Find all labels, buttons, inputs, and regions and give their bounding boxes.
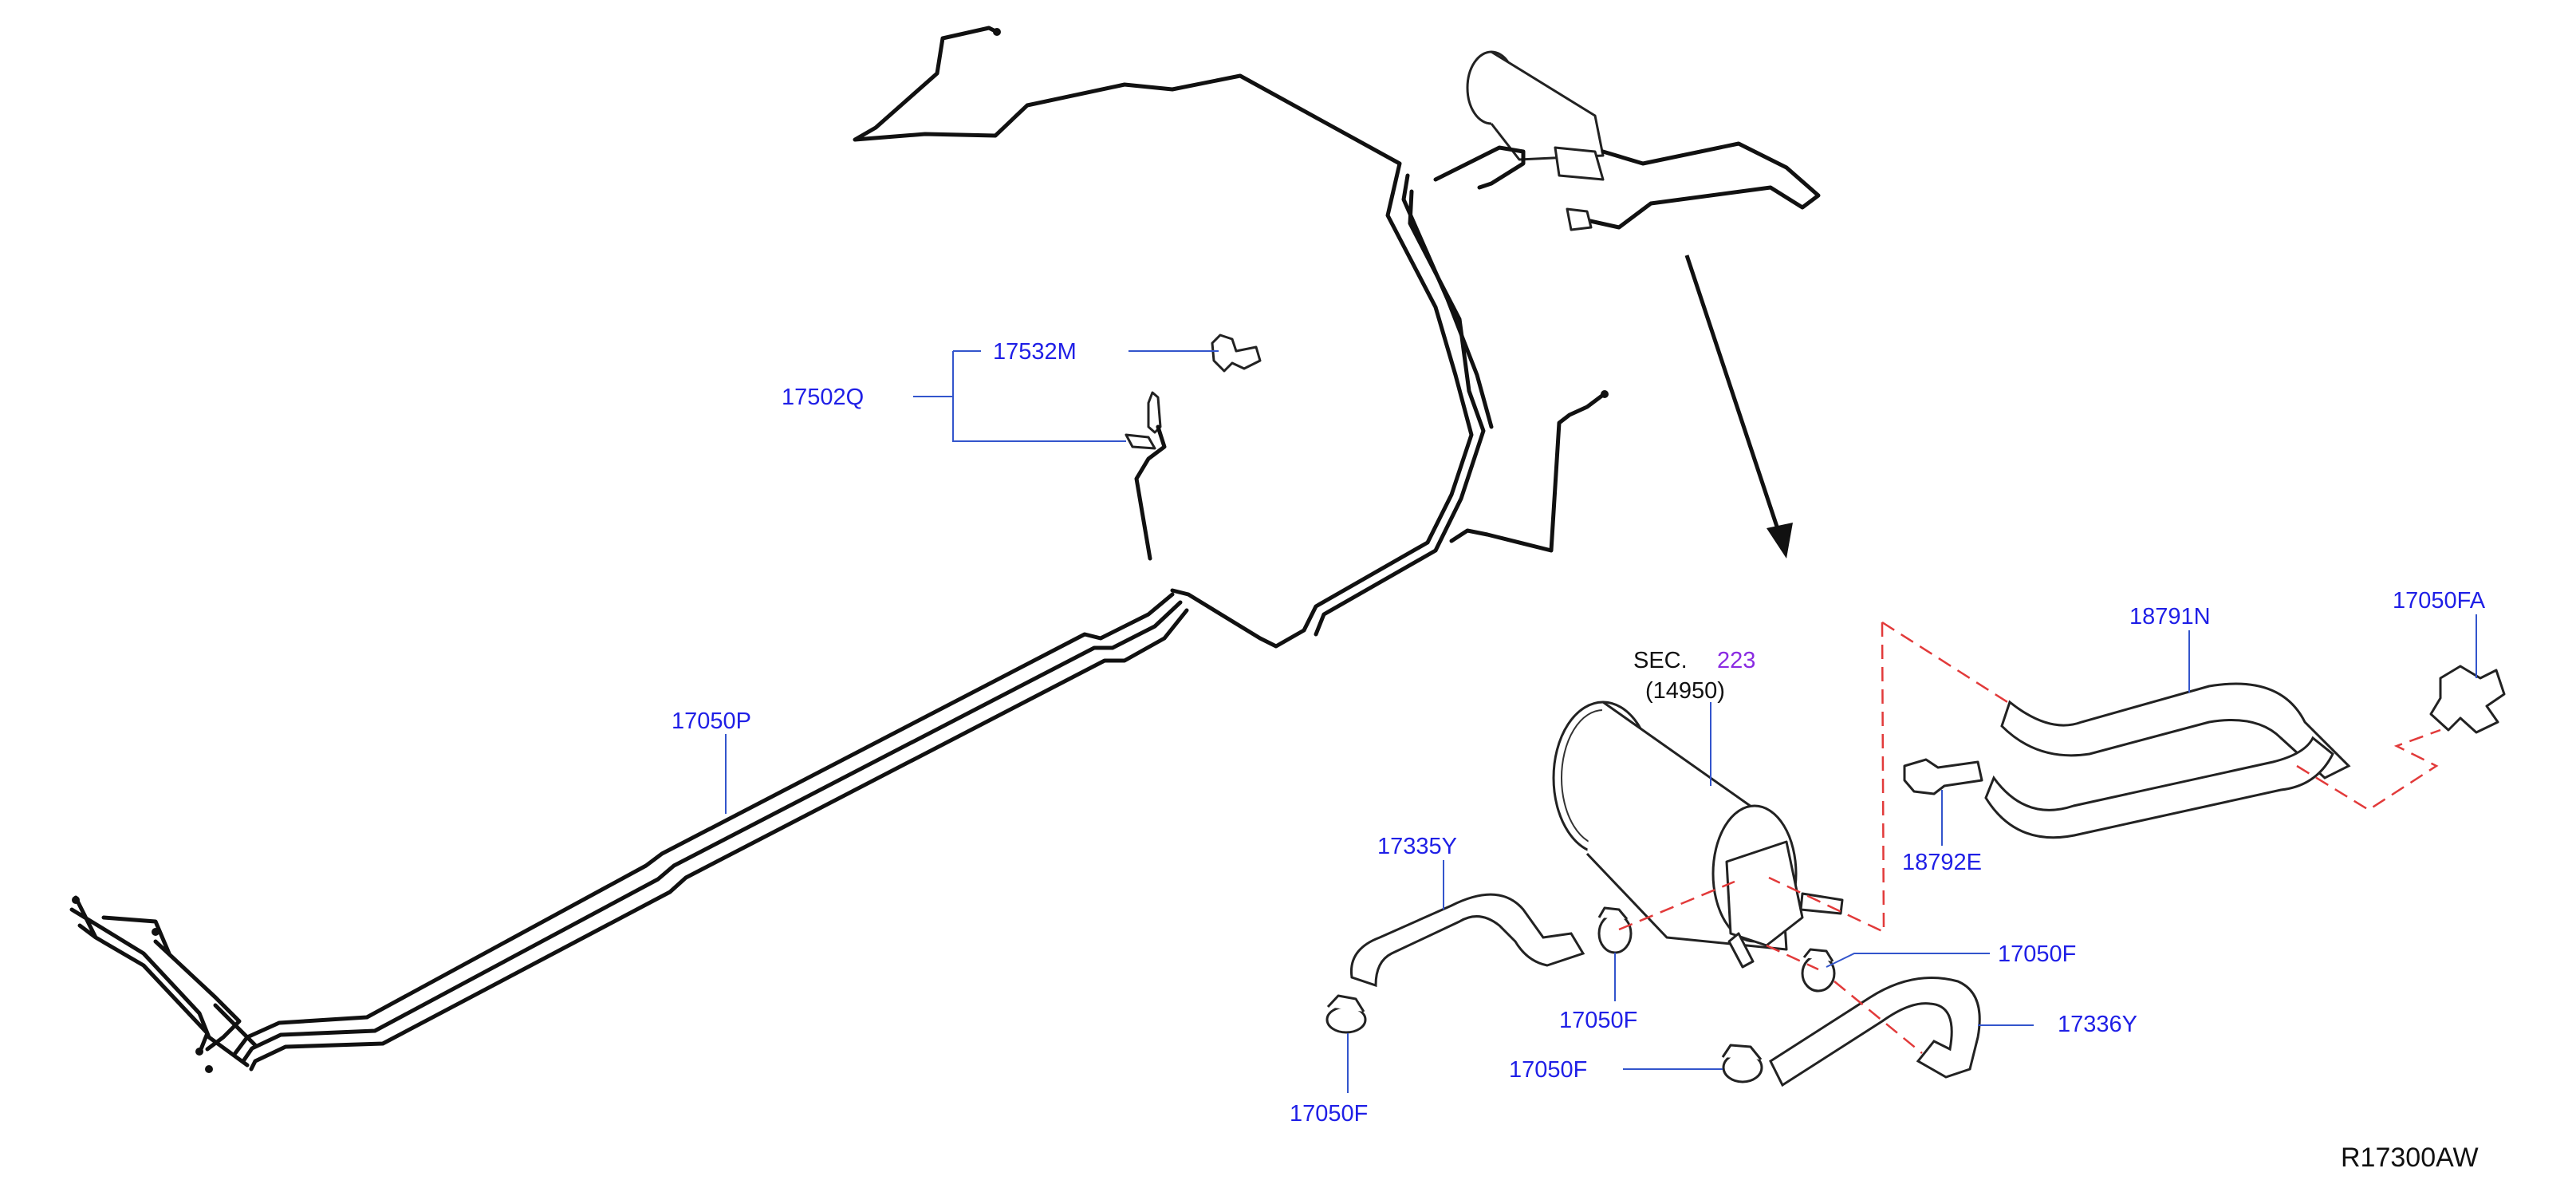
clip-17050FA <box>2429 665 2506 734</box>
part-labels: 17532M 17502Q 17050P SEC. 223 (14950) 18… <box>672 339 2486 1173</box>
connector-18792E <box>1903 758 1983 795</box>
label-17050F: 17050F <box>1509 1057 1587 1083</box>
label-18792E: 18792E <box>1902 850 1982 875</box>
label-18791N: 18791N <box>2129 604 2211 630</box>
label-17335Y: 17335Y <box>1377 834 1457 859</box>
section-subref: (14950) <box>1645 678 1725 704</box>
label-17532M: 17532M <box>993 339 1077 365</box>
vapor-hose-17502Q <box>1125 391 1167 561</box>
diagram-reference-code: R17300AW <box>2341 1143 2479 1173</box>
leader-lines <box>725 350 2477 1093</box>
label-17502Q: 17502Q <box>782 385 864 410</box>
evap-canister <box>1552 701 1844 969</box>
label-17050F: 17050F <box>1998 941 2076 967</box>
label-17050F: 17050F <box>1559 1008 1637 1033</box>
label-17050FA: 17050FA <box>2393 588 2486 614</box>
hose-17335Y <box>1349 893 1585 988</box>
label-17050P: 17050P <box>672 708 751 734</box>
clamp-17050F-c <box>1801 948 1836 993</box>
phantom-lines <box>1618 621 2441 1054</box>
label-17336Y: 17336Y <box>2058 1012 2137 1037</box>
clamp-17050F-a <box>1325 994 1367 1034</box>
clamp-17050F-d <box>1721 1044 1763 1083</box>
direction-arrow <box>1684 255 1793 558</box>
canister-overview <box>1433 50 1821 231</box>
fuel-tube-assembly <box>69 26 1609 1073</box>
label-17050F: 17050F <box>1290 1101 1368 1127</box>
clamp-17050F-b <box>1597 906 1633 954</box>
clip-17532M <box>1211 334 1262 373</box>
hose-18791N <box>1984 682 2351 839</box>
section-prefix: SEC. <box>1633 648 1688 673</box>
section-number: 223 <box>1717 648 1755 673</box>
hose-17336Y <box>1769 977 1981 1087</box>
